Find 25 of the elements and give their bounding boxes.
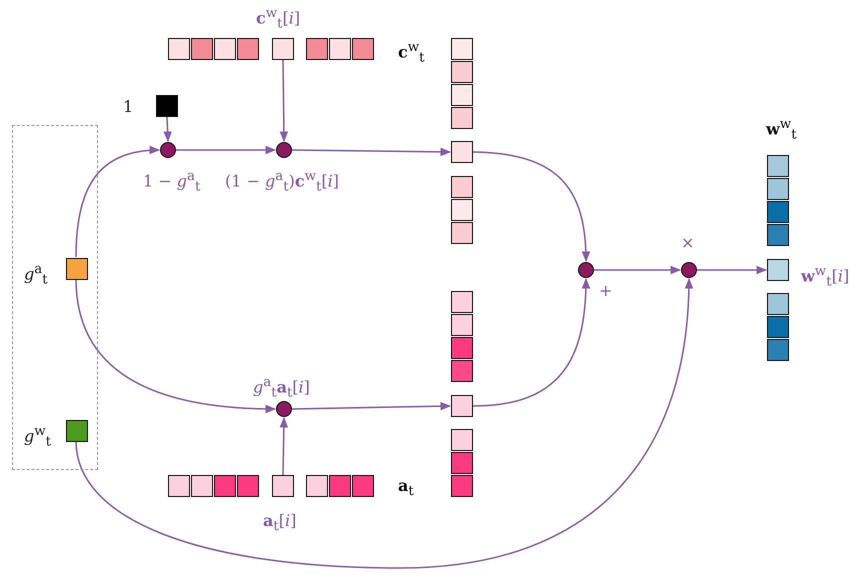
arrow	[280, 60, 288, 142]
arrow	[594, 266, 682, 274]
math-label: ×	[681, 233, 694, 253]
math-label: g$^{a}$$_{t}$a$_{t}$[i]	[253, 374, 310, 403]
vector-cell	[451, 141, 473, 163]
math-label: +	[599, 281, 612, 301]
math-label: 1	[123, 97, 134, 117]
arrow	[163, 116, 172, 142]
arrow	[176, 146, 276, 154]
arrow	[472, 151, 590, 262]
math-label: (1 − g$^{a}$$_{t}$)c$^{w}$$_{t}$[i]	[225, 168, 339, 197]
arrow	[75, 278, 693, 569]
arrow	[472, 278, 590, 407]
math-label: w$^{w}$$_{t}$[i]	[801, 263, 849, 292]
math-label: a$_{t}$[i]	[263, 511, 296, 536]
arrow	[75, 146, 160, 258]
arrow	[697, 266, 768, 274]
arrow	[292, 148, 452, 156]
arrow	[292, 402, 452, 410]
vector-cell	[451, 395, 473, 417]
dashed-group-box	[12, 125, 98, 470]
arrow	[75, 278, 276, 413]
arrow	[280, 416, 288, 476]
math-label: c$^{w}$$_{t}$[i]	[256, 5, 300, 34]
vector-label: a$_{t}$	[398, 476, 414, 502]
